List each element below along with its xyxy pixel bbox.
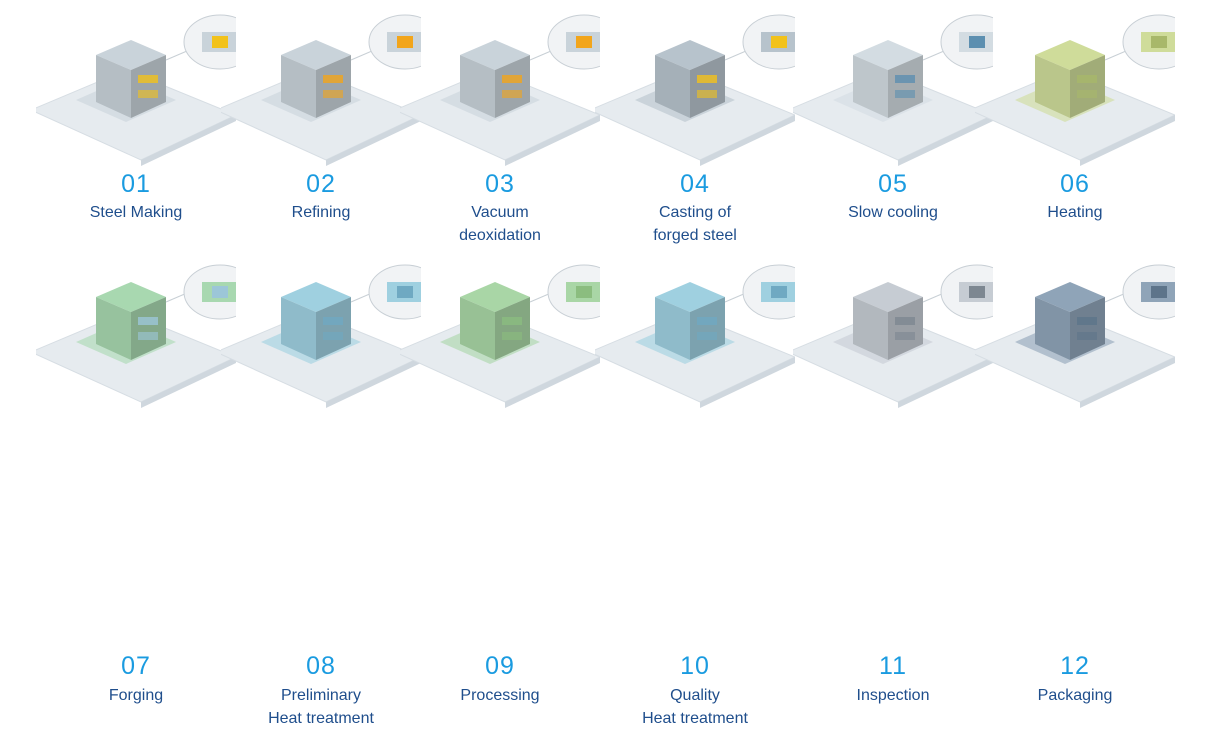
step-number: 11 — [879, 652, 907, 680]
heating-plant-icon — [975, 14, 1175, 166]
forging-plant-icon — [36, 264, 236, 408]
step-label-line: Forging — [108, 687, 164, 704]
step-label-line: Heat treatment — [642, 710, 748, 727]
step-label-line: Preliminary — [280, 687, 361, 704]
vacuum-deoxidation-plant-icon — [400, 14, 600, 166]
step-label: Forging — [36, 684, 236, 707]
step-label: Steel Making — [36, 201, 236, 224]
refining-plant-icon — [221, 14, 421, 166]
step-number: 12 — [1060, 652, 1090, 680]
step-label: Inspection — [793, 684, 993, 707]
process-step-07: 07 Forging — [36, 242, 236, 704]
step-label: Refining — [221, 201, 421, 224]
step-label: Slow cooling — [793, 201, 993, 224]
step-number: 01 — [121, 170, 151, 198]
step-number: 02 — [306, 170, 336, 198]
step-label: Heating — [975, 201, 1175, 224]
inspection-plant-icon — [793, 264, 993, 408]
process-step-04: 04 Casting of forged steel — [595, 0, 795, 244]
step-label-line: Heating — [1047, 204, 1103, 221]
process-step-06: 06 Heating — [975, 0, 1175, 240]
process-step-12: 12 Packaging — [975, 242, 1175, 704]
step-number: 06 — [1060, 170, 1090, 198]
steel-making-plant-icon — [36, 14, 236, 166]
process-step-11: 11 Inspection — [793, 242, 993, 704]
step-label-line: Vacuum — [471, 204, 529, 221]
step-label: Processing — [400, 684, 600, 707]
step-number: 04 — [680, 170, 710, 198]
step-label-line: Steel Making — [89, 204, 183, 221]
step-number: 08 — [306, 652, 336, 680]
process-step-09: 09 Processing — [400, 242, 600, 704]
step-label-line: Slow cooling — [848, 204, 938, 221]
step-label: Vacuum deoxidation — [400, 201, 600, 247]
process-step-02: 02 Refining — [221, 0, 421, 240]
step-label-line: Casting of — [658, 204, 732, 221]
step-number: 05 — [878, 170, 908, 198]
step-label-line: Packaging — [1037, 687, 1113, 704]
process-step-03: 03 Vacuum deoxidation — [400, 0, 600, 244]
step-number: 03 — [485, 170, 515, 198]
step-number: 07 — [121, 652, 151, 680]
step-label-line: forged steel — [653, 227, 737, 244]
step-label-line: Refining — [291, 204, 351, 221]
step-label-line: Quality — [670, 687, 720, 704]
preliminary-heat-treatment-plant-icon — [221, 264, 421, 408]
processing-plant-icon — [400, 264, 600, 408]
step-label-line: Inspection — [856, 687, 930, 704]
step-label: Casting of forged steel — [595, 201, 795, 247]
step-label-line: Heat treatment — [268, 710, 374, 727]
step-label: Packaging — [975, 684, 1175, 707]
quality-heat-treatment-plant-icon — [595, 264, 795, 408]
slow-cooling-plant-icon — [793, 14, 993, 166]
process-step-05: 05 Slow cooling — [793, 0, 993, 240]
packaging-plant-icon — [975, 264, 1175, 408]
step-label-line: Processing — [460, 687, 540, 704]
step-label-line: deoxidation — [459, 227, 541, 244]
step-number: 10 — [680, 652, 710, 680]
casting-plant-icon — [595, 14, 795, 166]
step-number: 09 — [485, 652, 515, 680]
process-step-01: 01 Steel Making — [36, 0, 236, 240]
